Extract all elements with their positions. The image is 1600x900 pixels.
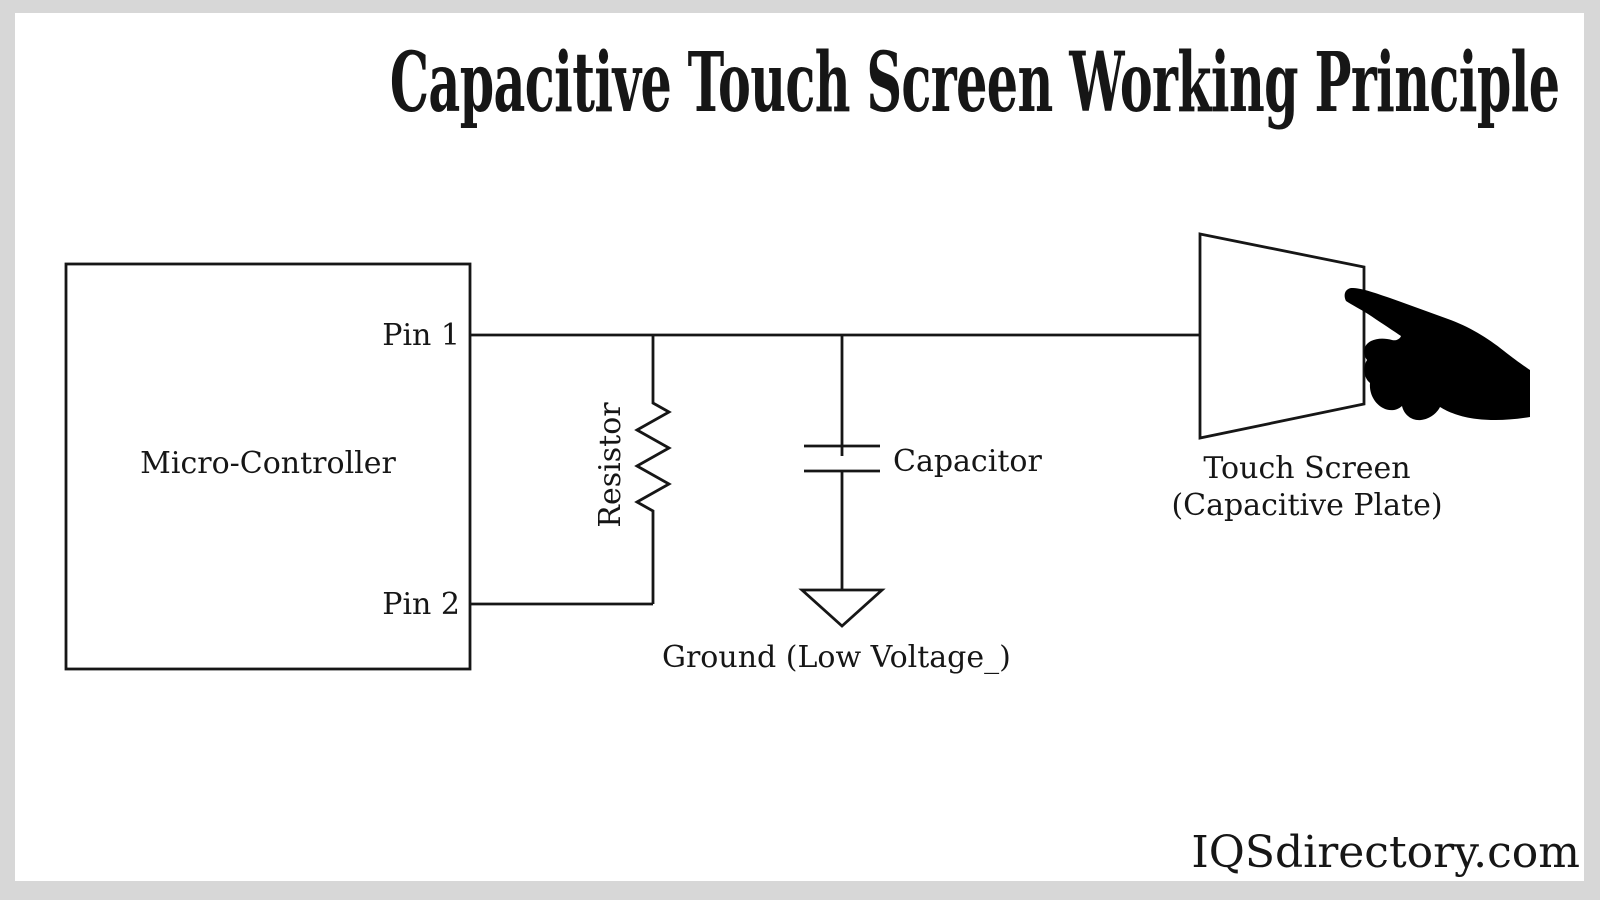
page-title-text: Capacitive Touch Screen Working Principl…: [389, 35, 1560, 131]
watermark: IQSdirectory.com: [1191, 827, 1580, 878]
touchscreen-label-line2: (Capacitive Plate): [1171, 488, 1443, 523]
pin1-label: Pin 1: [382, 318, 460, 353]
diagram-canvas: [15, 13, 1584, 881]
pointing-hand-icon: [1344, 288, 1530, 421]
touchscreen-label: Touch Screen (Capacitive Plate): [1127, 450, 1487, 524]
page-title: Capacitive Touch Screen Working Principl…: [0, 35, 1600, 131]
touchscreen-label-line1: Touch Screen: [1203, 451, 1411, 486]
pin2-label: Pin 2: [382, 587, 460, 622]
microcontroller-box: [64, 262, 472, 671]
resistor-symbol: [634, 335, 672, 604]
ground-label: Ground (Low Voltage_): [662, 640, 1011, 675]
capacitor-label: Capacitor: [893, 444, 1042, 479]
touchscreen-shape: [1198, 232, 1366, 440]
ground-symbol: [798, 588, 886, 628]
resistor-label: Resistor: [593, 402, 628, 528]
microcontroller-label: Micro-Controller: [140, 446, 396, 481]
